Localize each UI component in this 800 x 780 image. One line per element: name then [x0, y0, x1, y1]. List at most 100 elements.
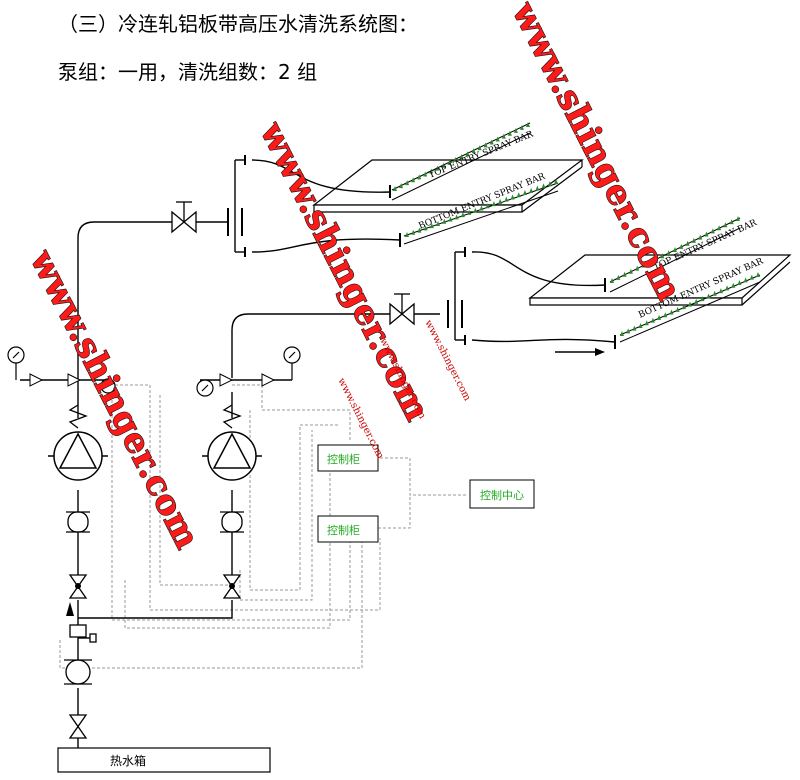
nozzle-icon: [681, 304, 686, 310]
nozzle-icon: [510, 194, 515, 200]
nozzle-icon: [541, 183, 546, 189]
nozzle-icon: [654, 256, 659, 262]
control-center: 控制中心: [469, 479, 535, 509]
nozzle-icon: [694, 298, 699, 304]
control-cabinet-label: 控制柜: [327, 452, 360, 466]
nozzle-icon: [749, 274, 754, 280]
nozzle-icon: [460, 212, 465, 218]
nozzle-icon: [405, 180, 410, 186]
nozzle-icon: [691, 237, 696, 243]
valve-icon: [171, 201, 197, 234]
nozzle-icon: [405, 232, 409, 237]
nozzle-icon: [448, 216, 453, 222]
nozzle-icon: [700, 296, 705, 302]
nozzle-icon: [483, 142, 488, 148]
check-valve-icon: [29, 373, 276, 387]
nozzle-icon: [526, 122, 530, 127]
pressure-gauge-icon: [7, 346, 25, 380]
flow-arrow-icon: [595, 348, 605, 356]
nozzle-icon: [718, 288, 723, 294]
nozzle-icon: [504, 196, 509, 202]
strainer-icon: [64, 624, 97, 685]
nozzle-icon: [479, 205, 484, 211]
nozzle-icon: [723, 222, 728, 228]
nozzle-icon: [706, 293, 711, 299]
nozzle-icon: [454, 214, 459, 220]
nozzle-icon: [638, 322, 643, 328]
nozzle-icon: [647, 259, 652, 265]
header-flanges: [227, 155, 616, 349]
nozzle-icon: [489, 139, 494, 145]
nozzle-icon: [737, 280, 742, 286]
nozzle-icon: [467, 209, 472, 215]
nozzle-icon: [429, 223, 434, 229]
nozzle-icon: [529, 187, 534, 193]
nozzle-icon: [423, 225, 428, 231]
nozzle-icon: [663, 312, 668, 318]
nozzle-icon: [650, 317, 655, 323]
control-cabinet-2: 控制柜: [317, 515, 379, 543]
gate-valve-icon: [68, 574, 242, 739]
nozzle-icon: [513, 127, 518, 133]
pressure-gauge-icon: [283, 346, 301, 380]
piping: [20, 159, 616, 748]
flow-arrow-icon: [66, 602, 74, 616]
nozzle-icon: [729, 219, 734, 225]
control-cabinet-1: 控制柜: [317, 444, 379, 472]
nozzle-icon: [725, 285, 730, 291]
nozzle-icon: [485, 203, 490, 209]
watermark-text: www.shinger.com: [22, 243, 208, 555]
nozzle-icon: [399, 183, 404, 189]
nozzle-icon: [453, 156, 458, 162]
flow-indicator-icon: [100, 378, 116, 394]
nozzle-icon: [507, 130, 512, 136]
pump-icon: [48, 431, 108, 481]
nozzle-icon: [435, 165, 440, 171]
nozzle-icon: [675, 306, 680, 312]
nozzle-icon: [516, 192, 521, 198]
nozzle-icon: [641, 262, 646, 268]
control-wiring: [59, 384, 468, 669]
nozzle-icon: [429, 168, 434, 174]
nozzle-icon: [442, 218, 447, 224]
nozzle-row-plate-2: [610, 216, 760, 336]
control-center-label: 控制中心: [480, 488, 524, 502]
nozzle-icon: [411, 229, 416, 235]
nozzle-icon: [417, 174, 422, 180]
nozzle-icon: [423, 171, 428, 177]
nozzle-icon: [554, 179, 558, 184]
nozzle-icon: [717, 225, 722, 231]
nozzle-icon: [535, 185, 540, 191]
nozzle-icon: [688, 301, 692, 307]
nozzle-icon: [441, 162, 446, 168]
hot-water-tank: 热水箱: [57, 747, 271, 773]
pump-icon: [202, 431, 262, 481]
control-cabinet-label: 控制柜: [327, 523, 360, 537]
valve-icon: [389, 293, 415, 326]
nozzle-icon: [522, 190, 527, 196]
diagram-title: （三）冷连轧铝板带高压水清洗系统图：: [58, 12, 418, 36]
nozzle-icon: [704, 231, 709, 237]
spray-plate-2: [528, 254, 792, 306]
nozzle-icon: [710, 228, 715, 234]
nozzle-icon: [666, 250, 671, 256]
nozzle-icon: [610, 278, 614, 283]
nozzle-icon: [698, 234, 703, 240]
nozzle-icon: [712, 290, 717, 296]
nozzle-icon: [495, 136, 500, 142]
nozzle-icon: [626, 328, 631, 334]
nozzle-icon: [731, 282, 736, 288]
nozzle-icon: [501, 133, 506, 139]
nozzle-icon: [393, 186, 397, 191]
nozzle-icon: [620, 331, 624, 336]
nozzle-icon: [459, 154, 464, 159]
spray-plate-1: [312, 159, 584, 213]
watermark-small-text: www.shinger.com: [422, 318, 473, 403]
pressure-gauge-icon: [196, 379, 214, 397]
nozzle-icon: [679, 243, 684, 249]
valve-dot: [75, 583, 235, 589]
nozzle-icon: [436, 220, 441, 226]
nozzle-icon: [756, 272, 760, 277]
nozzle-icon: [632, 325, 637, 331]
